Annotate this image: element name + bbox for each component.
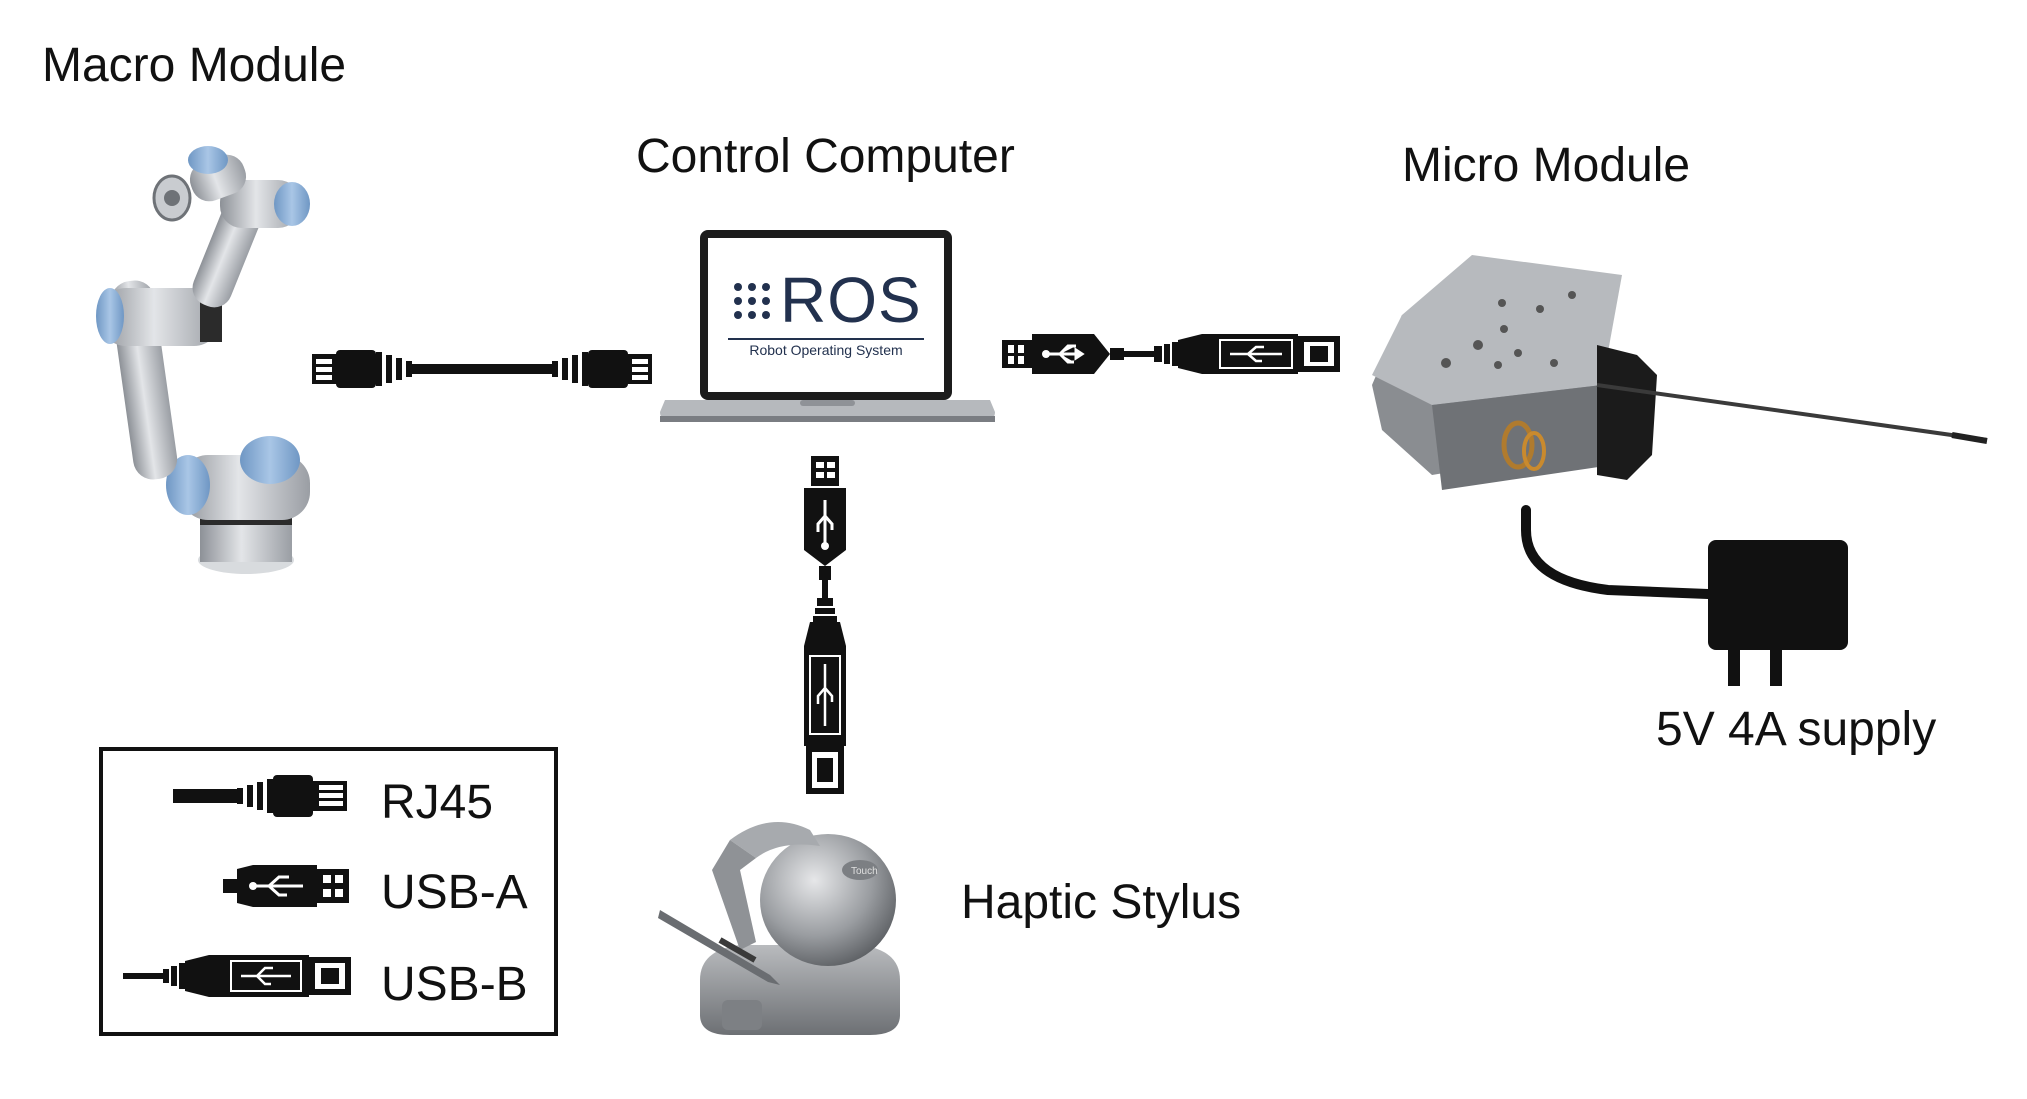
haptic-stylus-image: Touch bbox=[658, 810, 940, 1050]
legend-label-usb-b: USB-B bbox=[381, 958, 528, 1011]
supply-label: 5V 4A supply bbox=[1656, 703, 1937, 756]
connector-legend: RJ45 USB-A USB-B bbox=[99, 747, 558, 1036]
rj45-plug-left bbox=[312, 350, 412, 388]
haptic-stylus-label: Haptic Stylus bbox=[961, 876, 1242, 929]
macro-module-label: Macro Module bbox=[42, 39, 347, 92]
ros-logo-dots bbox=[733, 282, 775, 324]
micro-module-image bbox=[1372, 255, 1992, 495]
control-computer-label: Control Computer bbox=[636, 130, 1015, 183]
micro-module-label: Micro Module bbox=[1402, 139, 1691, 192]
ros-logo-text: ROS bbox=[780, 264, 922, 336]
rj45-plug-right bbox=[552, 350, 652, 388]
usb-cable-horizontal bbox=[1002, 330, 1342, 378]
rj45-connector-icon bbox=[173, 771, 353, 821]
robot-arm-image bbox=[60, 140, 390, 610]
haptic-badge-text: Touch bbox=[851, 866, 878, 877]
laptop-image: ROS Robot Operating System bbox=[660, 230, 995, 440]
usb-b-connector-icon bbox=[123, 951, 353, 1001]
power-supply-image bbox=[1518, 505, 1848, 686]
usb-cable-vertical bbox=[800, 456, 850, 796]
rj45-cable bbox=[312, 344, 652, 394]
ros-logo-subtitle: Robot Operating System bbox=[749, 342, 903, 358]
legend-label-usb-a: USB-A bbox=[381, 866, 528, 919]
usb-a-connector-icon bbox=[223, 861, 353, 911]
ros-logo-rule bbox=[728, 338, 924, 340]
legend-label-rj45: RJ45 bbox=[381, 776, 494, 829]
